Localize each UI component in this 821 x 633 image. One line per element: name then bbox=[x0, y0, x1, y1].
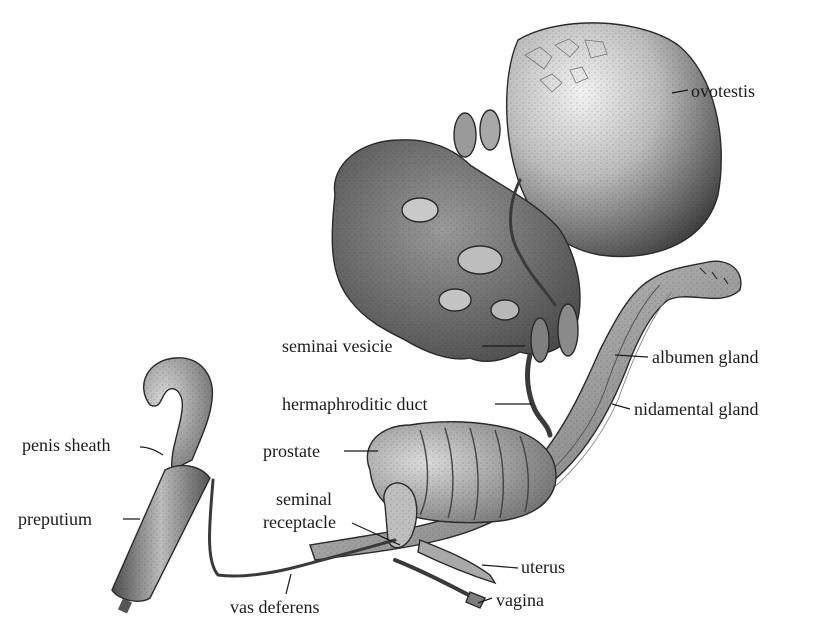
label-seminal-receptacle-line2: receptacle bbox=[263, 512, 336, 532]
label-hermaphroditic-duct: hermaphroditic duct bbox=[282, 394, 427, 414]
hermaphroditic-duct-tube bbox=[528, 355, 550, 435]
label-seminal-receptacle-line1: seminal bbox=[276, 489, 332, 509]
label-albumen-gland: albumen gland bbox=[652, 347, 758, 367]
leader-vas-deferens bbox=[286, 574, 291, 594]
label-vas-deferens: vas deferens bbox=[230, 597, 319, 617]
label-preputium: preputium bbox=[18, 509, 92, 529]
leader-penis-sheath bbox=[140, 447, 163, 455]
label-nidamental-gland: nidamental gland bbox=[634, 399, 758, 419]
label-prostate: prostate bbox=[263, 441, 320, 461]
label-uterus: uterus bbox=[521, 557, 565, 577]
label-vagina: vagina bbox=[496, 590, 544, 610]
leader-uterus bbox=[482, 565, 518, 568]
label-penis-sheath: penis sheath bbox=[22, 435, 110, 455]
label-ovotestis: ovotestis bbox=[691, 81, 755, 101]
preputium-organ bbox=[112, 466, 210, 614]
penis-sheath-organ bbox=[144, 358, 213, 470]
label-seminal-vesicle: seminai vesicie bbox=[282, 336, 392, 356]
uterus-vagina-organ bbox=[395, 540, 495, 608]
